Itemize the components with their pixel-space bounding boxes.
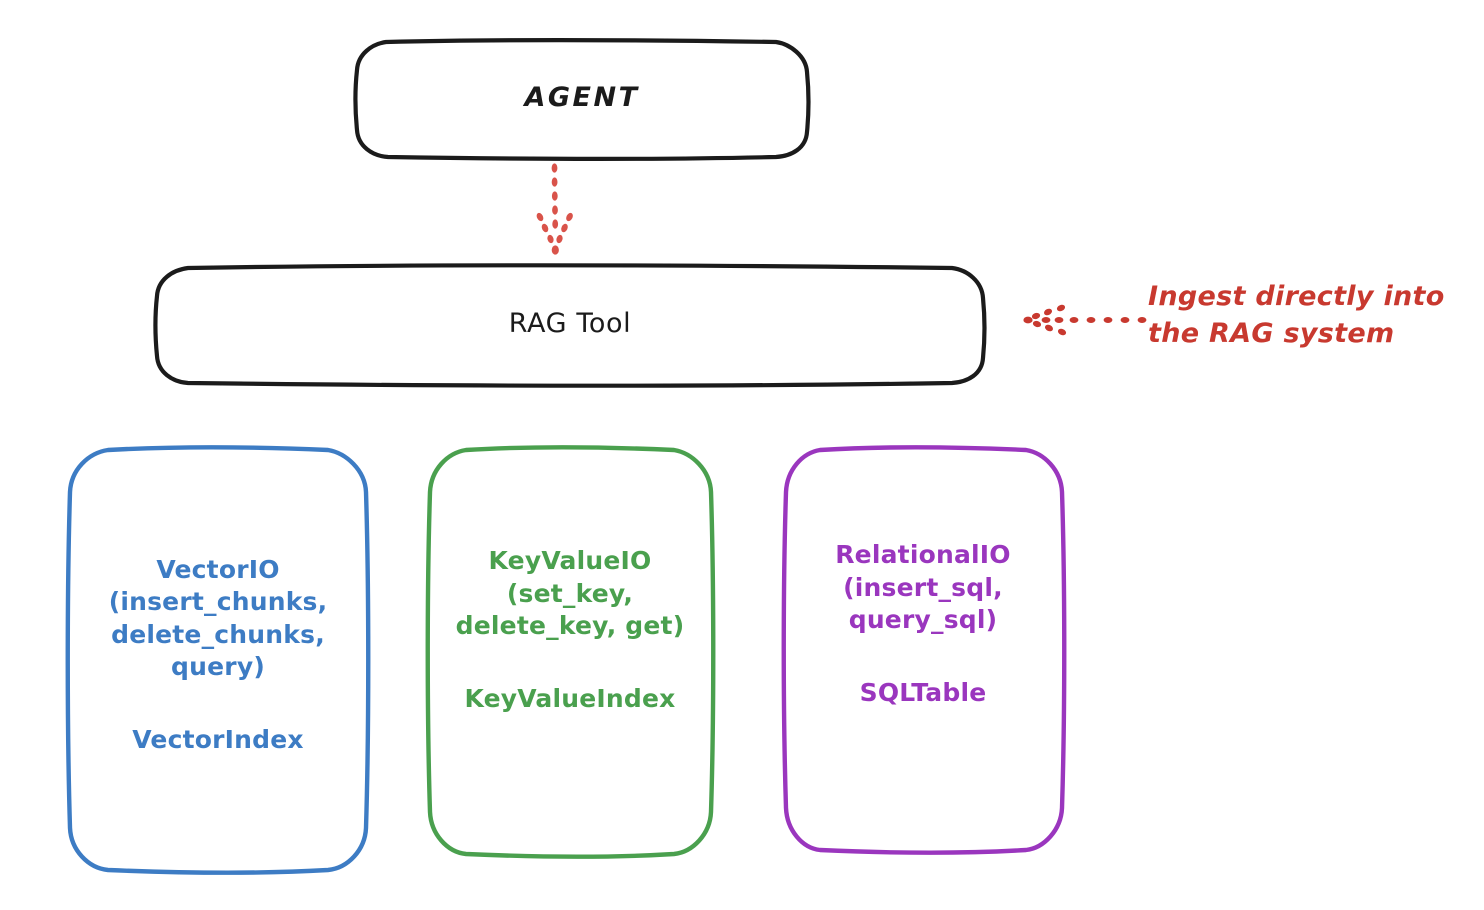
node-keyvalueio-label: KeyValueIO (set_key, delete_key, get) (455, 546, 685, 640)
node-keyvalueio[interactable]: KeyValueIO (set_key, delete_key, get) Ke… (425, 445, 716, 859)
node-vectorio[interactable]: VectorIO (insert_chunks, delete_chunks, … (65, 445, 371, 875)
node-rag-tool-label: RAG Tool (508, 308, 632, 340)
node-vectorio-sublabel: VectorIndex (132, 724, 304, 754)
node-relationalio-sublabel: SQLTable (859, 677, 987, 707)
node-agent[interactable]: AGENT (353, 38, 811, 161)
node-keyvalueio-sublabel: KeyValueIndex (464, 683, 676, 713)
node-relationalio-label: RelationalIO (insert_sql, query_sql) (835, 540, 1011, 634)
annotation-ingest: Ingest directly into the RAG system (1148, 281, 1445, 350)
node-relationalio[interactable]: RelationalIO (insert_sql, query_sql) SQL… (781, 445, 1067, 855)
node-vectorio-label: VectorIO (insert_chunks, delete_chunks, … (108, 554, 328, 682)
node-agent-label: AGENT (524, 82, 640, 114)
connector-ingest-to-rag-tool (1023, 304, 1147, 336)
node-rag-tool[interactable]: RAG Tool (153, 263, 987, 388)
connector-agent-to-rag-tool (536, 163, 573, 255)
